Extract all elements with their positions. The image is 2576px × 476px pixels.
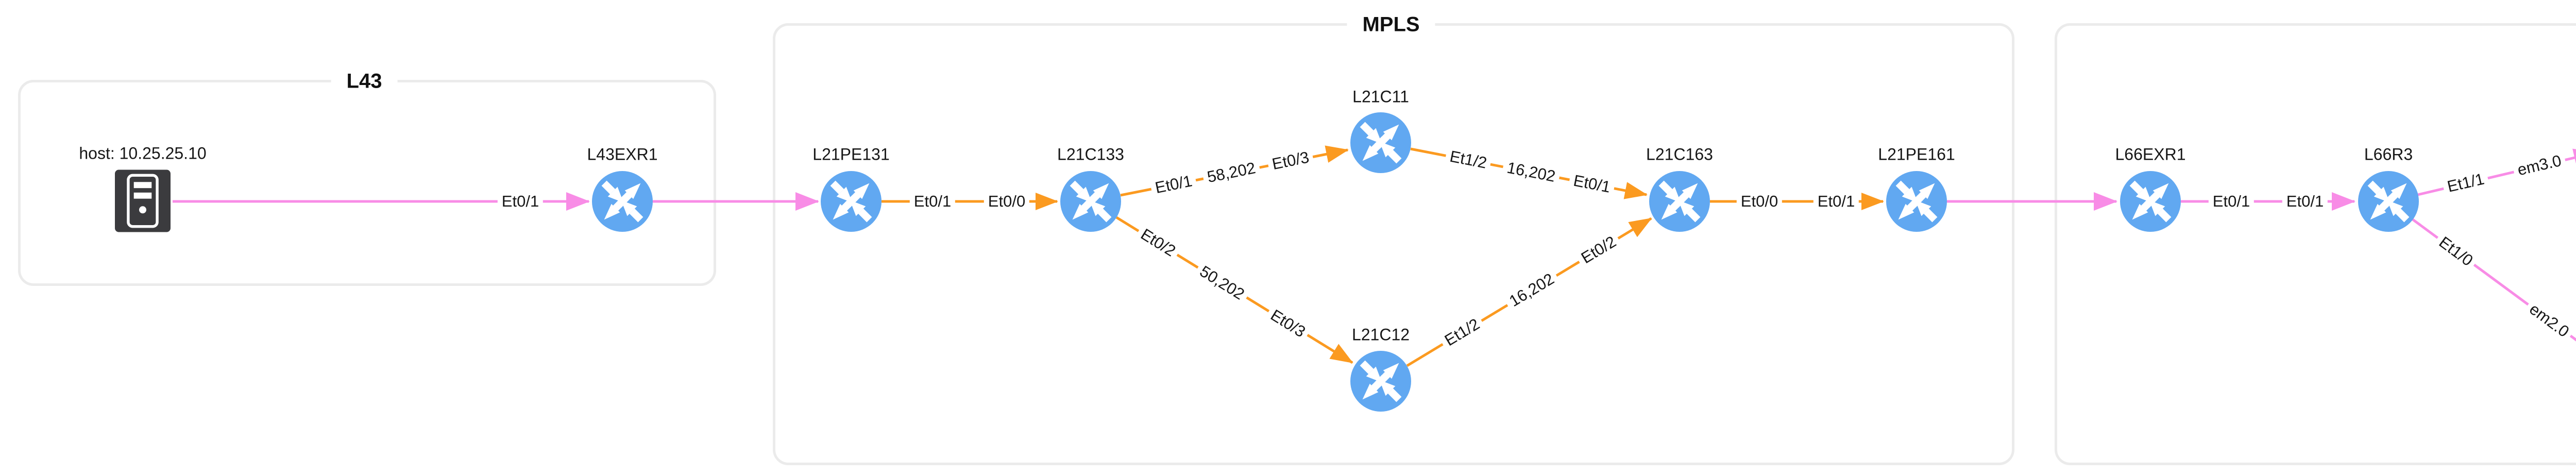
router-icon [2358,171,2419,232]
router-icon [1350,112,1411,173]
router-icon [1350,351,1411,412]
router-icon [1886,171,1947,232]
node-label-l66r3: L66R3 [2364,145,2413,164]
group-title-mpls: MPLS [1347,12,1435,38]
edge-label-c163-port: Et0/0 [1736,192,1783,211]
edge-label-exr66-port: Et0/1 [2208,192,2255,211]
node-label-l66exr1: L66EXR1 [2115,145,2186,164]
router-icon [592,171,653,232]
node-l66exr1[interactable] [2120,171,2181,232]
node-l43exr1[interactable] [592,171,653,232]
router-icon [1060,171,1121,232]
node-l21pe161[interactable] [1886,171,1947,232]
edge-label-pe131-port: Et0/1 [909,192,956,211]
node-l66r3[interactable] [2358,171,2419,232]
router-icon [821,171,882,232]
node-host-10-25-25-10[interactable] [115,169,171,233]
edge-label-pe161-port: Et0/1 [1813,192,1859,211]
router-icon [1649,171,1710,232]
node-l21c12[interactable] [1350,351,1411,412]
edge-label-host25-exr1-port: Et0/1 [497,192,544,211]
node-l21c11[interactable] [1350,112,1411,173]
group-box-ostrava-dc [2055,23,2576,465]
node-l21c133[interactable] [1060,171,1121,232]
node-l21c163[interactable] [1649,171,1710,232]
node-label-l21pe161: L21PE161 [1878,145,1955,164]
node-label-l21c133: L21C133 [1057,145,1124,164]
node-label-l21c12: L21C12 [1351,325,1410,344]
edge-label-r3-port-in: Et0/1 [2282,192,2328,211]
group-title-l43: L43 [331,69,398,94]
node-label-l21pe131: L21PE131 [812,145,890,164]
router-icon [2120,171,2181,232]
node-label-l21c11: L21C11 [1352,87,1409,106]
node-label-host-10-25-25-10: host: 10.25.25.10 [79,144,207,163]
node-l21pe131[interactable] [821,171,882,232]
node-label-l43exr1: L43EXR1 [587,145,658,164]
server-icon [115,169,171,232]
node-label-l21c163: L21C163 [1646,145,1713,164]
edge-label-c133-port-in: Et0/0 [984,192,1030,211]
